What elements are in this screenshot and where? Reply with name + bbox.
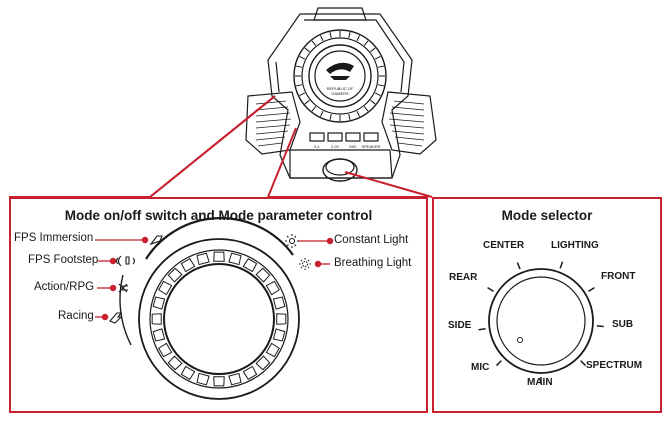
selector-tick (516, 262, 521, 270)
device-ring-segment (348, 113, 351, 120)
label-fps-immersion: FPS Immersion (14, 232, 94, 244)
dial-segment (228, 252, 242, 266)
fps-immersion-icon (149, 235, 163, 246)
selector-knob-indicator (517, 337, 523, 343)
device-ring-segment (356, 35, 360, 42)
dial-segment (152, 328, 166, 342)
dial-segment (151, 313, 162, 325)
fps-footstep-icon (115, 255, 136, 267)
racing-icon (109, 312, 123, 324)
button-label-speaker: SPEAKER (362, 144, 381, 149)
button-label-mic: MIC (349, 144, 356, 149)
dial-segment (242, 258, 258, 273)
selector-tick (487, 286, 494, 292)
device-ring-segment (363, 106, 369, 112)
selector-label-mic: MIC (471, 362, 490, 373)
selector-label-sub: SUB (612, 319, 634, 330)
selector-label-spectrum: SPECTRUM (586, 360, 643, 371)
device-ring-segment (304, 47, 310, 53)
device-ring-segment (356, 110, 360, 117)
mode-selector-title: Mode selector (501, 208, 593, 223)
dial-segment (272, 328, 286, 342)
selector-label-rear: REAR (449, 272, 478, 283)
device-ring-segment (320, 35, 324, 42)
device-ring-segment (320, 110, 324, 117)
dial-segment (255, 267, 271, 283)
rog-logo-icon (326, 62, 354, 80)
dial-segment (152, 296, 166, 310)
action-rpg-icon (118, 283, 128, 293)
device-ring-segment (329, 113, 332, 120)
device-ring-segment (299, 56, 306, 60)
device-ring-segment (377, 84, 384, 87)
selector-knob-inner (496, 276, 586, 366)
button-label-20v: 2.0V (331, 144, 340, 149)
label-constant-light: Constant Light (334, 234, 409, 246)
dial-segment (228, 372, 242, 386)
device-ring-segment (329, 32, 332, 39)
label-racing: Racing (58, 310, 94, 322)
selector-label-lighting: LIGHTING (551, 240, 599, 251)
dial-segment (167, 355, 183, 371)
selector-tick (478, 328, 486, 331)
device-ring-segment (374, 56, 381, 60)
label-breathing-light: Breathing Light (334, 257, 412, 269)
selector-tick (588, 286, 595, 292)
device-ring-segment (377, 65, 384, 68)
device-illustration: REPUBLIC OF GAMERS 5.1 2.0V MIC SPEAKER (245, 7, 437, 182)
dial-segment (167, 267, 183, 283)
selector-tick (559, 261, 564, 269)
selector-tick (495, 360, 502, 367)
selector-tick (596, 325, 604, 328)
device-ring-segment (363, 40, 369, 46)
dial-segment (213, 376, 225, 387)
button-label-51: 5.1 (314, 144, 320, 149)
dial-segment (180, 258, 196, 273)
device-ring-segment (296, 65, 303, 68)
dial-segment (276, 313, 287, 325)
constant-light-icon (285, 234, 299, 248)
logo-text-1: REPUBLIC OF (327, 86, 354, 91)
dial-segment (180, 365, 196, 380)
dial-segment (213, 251, 225, 262)
device-ring-segment (311, 106, 317, 112)
mode-selector-panel: Mode selector (432, 197, 662, 413)
device-ring-segment (299, 92, 306, 96)
selector-label-side: SIDE (448, 320, 472, 331)
selector-tick (580, 360, 587, 367)
dial-segment (158, 280, 173, 296)
selector-knob-outer (488, 268, 594, 374)
selector-label-main: MAIN (527, 377, 553, 388)
label-fps-footstep: FPS Footstep (28, 254, 99, 266)
logo-text-2: GAMERS (331, 91, 349, 96)
label-action-rpg: Action/RPG (34, 281, 95, 293)
dial-segment (272, 296, 286, 310)
device-ring-segment (370, 99, 376, 105)
dial-segment (242, 365, 258, 380)
selector-label-front: FRONT (601, 271, 636, 282)
mode-control-title: Mode on/off switch and Mode parameter co… (64, 208, 373, 223)
breathing-light-icon (299, 258, 311, 270)
device-ring-segment (370, 47, 376, 53)
device-ring-segment (296, 84, 303, 87)
selector-label-center: CENTER (483, 240, 525, 251)
device-ring-segment (348, 32, 351, 39)
device-ring-segment (304, 99, 310, 105)
dial-segment (196, 252, 210, 266)
dial-segment (265, 280, 280, 296)
dial-segment (158, 342, 173, 358)
dial-segment (196, 372, 210, 386)
dial-segment (255, 355, 271, 371)
dial-segment (265, 342, 280, 358)
device-ring-segment (374, 92, 381, 96)
device-ring-segment (311, 40, 317, 46)
